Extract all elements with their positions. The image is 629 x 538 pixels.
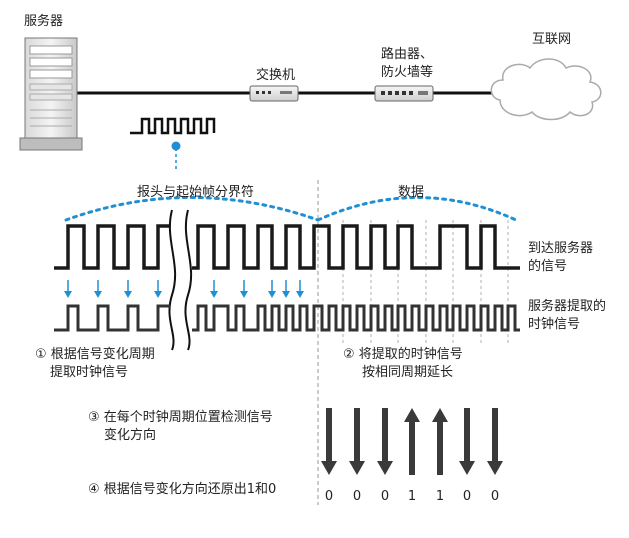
decoded-bit: 1 (408, 489, 416, 504)
preamble-bracket (64, 196, 320, 222)
decoded-bits: 0 0 0 1 1 0 0 (325, 489, 499, 504)
extraction-arrows (64, 280, 304, 298)
internet-label: 互联网 (532, 32, 571, 47)
decoded-bit: 0 (463, 489, 471, 504)
router-label-line2: 防火墙等 (381, 64, 433, 80)
decoded-bit: 0 (325, 489, 333, 504)
clock-signal-label-line2: 时钟信号 (528, 316, 580, 332)
extraction-arrow (240, 280, 248, 298)
internet-cloud-icon (490, 58, 602, 121)
break-mark-1 (168, 209, 177, 351)
extraction-arrow (268, 280, 276, 298)
mini-signal-icon (130, 117, 216, 135)
extraction-arrow (64, 280, 72, 298)
data-label: 数据 (398, 185, 424, 200)
step2-text-line1: ② 将提取的时钟信号 (343, 346, 463, 362)
server-label: 服务器 (24, 13, 63, 29)
arriving-signal (54, 224, 170, 270)
decoded-bit: 0 (491, 489, 499, 504)
arriving-signal-cont (192, 224, 520, 270)
extraction-arrow (94, 280, 102, 298)
extraction-arrow (296, 280, 304, 298)
decoded-bit: 0 (353, 489, 361, 504)
arrived-signal-label-line2: 的信号 (528, 258, 567, 274)
data-bracket (316, 196, 518, 222)
extraction-arrow (282, 280, 290, 298)
switch-label: 交换机 (256, 67, 295, 83)
direction-arrow-down (321, 408, 337, 475)
extraction-arrow (154, 280, 162, 298)
connector-dot (171, 141, 181, 151)
clock-signal (54, 304, 170, 332)
decoded-bit: 0 (381, 489, 389, 504)
step1-text-line2: 提取时钟信号 (50, 364, 128, 380)
step4-text: ④ 根据信号变化方向还原出1和0 (88, 481, 276, 497)
step3-text-line1: ③ 在每个时钟周期位置检测信号 (88, 409, 273, 425)
clock-signal-cont (192, 304, 520, 332)
direction-arrows (321, 408, 503, 475)
step3-text-line2: 变化方向 (104, 427, 156, 443)
switch-icon (249, 85, 299, 102)
extraction-arrow (124, 280, 132, 298)
direction-arrow-down (377, 408, 393, 475)
step2-text-line2: 按相同周期延长 (362, 365, 453, 380)
decoded-bit: 1 (436, 489, 444, 504)
arrived-signal-label-line1: 到达服务器 (528, 240, 593, 256)
direction-arrow-up (404, 408, 420, 475)
server-icon (19, 37, 83, 151)
direction-arrow-down (459, 408, 475, 475)
break-mark-2 (184, 209, 193, 351)
router-icon (374, 85, 434, 102)
clock-signal-label-line1: 服务器提取的 (528, 298, 606, 314)
extraction-arrow (210, 280, 218, 298)
router-label-line1: 路由器、 (381, 46, 433, 62)
direction-arrow-down (487, 408, 503, 475)
direction-arrow-up (432, 408, 448, 475)
preamble-label: 报头与起始帧分界符 (137, 184, 254, 200)
direction-arrow-down (349, 408, 365, 475)
step1-text-line1: ① 根据信号变化周期 (35, 346, 155, 362)
